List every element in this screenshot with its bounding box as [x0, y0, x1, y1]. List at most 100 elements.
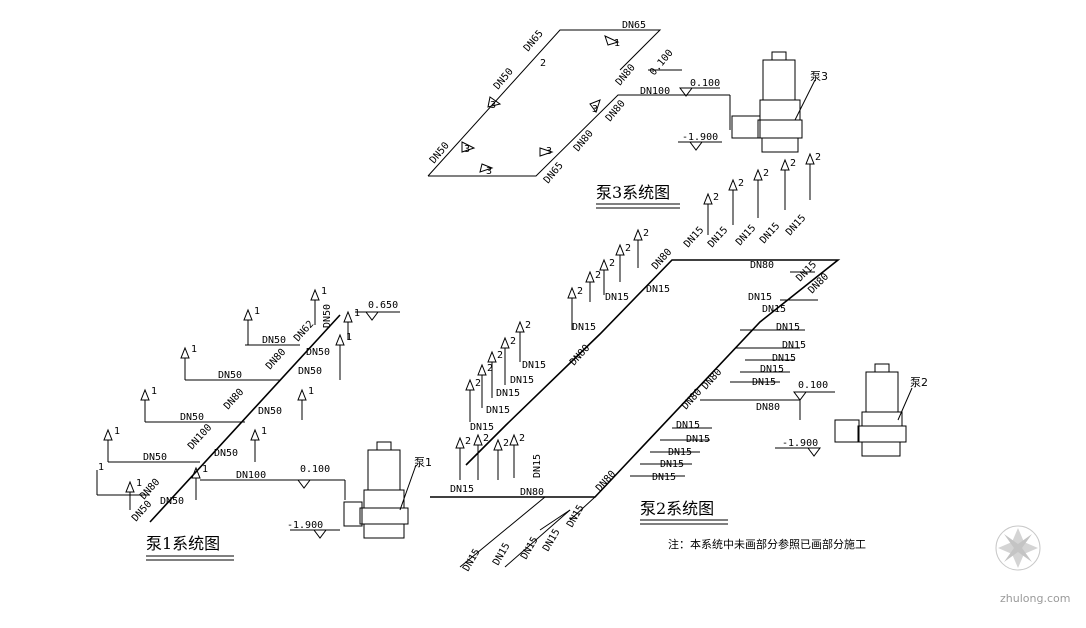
pump1-system: 1 1 1 1 1 1 1 1 1 1 1 1 DN50 DN50 DN50 D… [96, 286, 432, 561]
pipe-size-label: DN50 [180, 412, 204, 423]
pipe-size-label: DN50 [258, 406, 282, 417]
marker-label: 1 [614, 38, 620, 49]
pipe-size-label: DN50 [322, 304, 333, 328]
svg-text:2: 2 [503, 438, 509, 449]
pipe-size-label: DN15 [646, 284, 670, 295]
flow-arrow-icon [487, 96, 502, 108]
elevation-label: 0.100 [798, 380, 828, 391]
svg-text:2: 2 [497, 350, 503, 361]
sprinkler-heads: 2 2 2 2 2 2 2 2 2 2 2 2 2 2 2 2 2 2 2 [455, 152, 821, 480]
svg-text:1: 1 [114, 426, 120, 437]
pipe-size-label: DN15 [519, 535, 541, 561]
pipe-size-label: DN50 [262, 335, 286, 346]
pipe-size-label: DN100 [236, 470, 266, 481]
svg-text:1: 1 [346, 332, 352, 343]
pipe-size-label: DN15 [676, 420, 700, 431]
svg-text:2: 2 [713, 192, 719, 203]
zhulong-logo-icon [995, 525, 1041, 571]
pipe-size-label: DN62 [292, 319, 316, 344]
system-title: 泵2系统图 [640, 499, 714, 518]
branch-pipes [630, 271, 818, 477]
pipe-size-label: DN15 [541, 527, 563, 553]
pipe-size-label: DN15 [762, 304, 786, 315]
pipe-size-label: DN80 [700, 367, 724, 392]
pipe-size-label: DN15 [706, 225, 730, 250]
pipe-size-label: DN80 [520, 487, 544, 498]
flow-arrow-icon [539, 147, 554, 157]
pipe-size-label: DN15 [486, 405, 510, 416]
pipe-size-label: DN65 [622, 20, 646, 31]
elevation-label: -1.900 [782, 438, 818, 449]
pipe-size-label: DN15 [784, 213, 808, 238]
elevation-label: 0.100 [648, 48, 676, 78]
pipe-size-label: DN15 [470, 422, 494, 433]
pipe-size-label: DN80 [222, 387, 246, 412]
svg-text:2: 2 [487, 363, 493, 374]
pipe-size-label: DN15 [682, 225, 706, 250]
pipe-size-label: DN15 [660, 459, 684, 470]
pipe-size-label: DN15 [461, 547, 483, 573]
elevation-label: 0.100 [690, 78, 720, 89]
pipe-size-label: DN15 [782, 340, 806, 351]
pipe-size-label: DN15 [668, 447, 692, 458]
marker-label: 2 [540, 58, 546, 69]
pipe-size-label: DN50 [298, 366, 322, 377]
pipe-size-label: DN50 [160, 496, 184, 507]
pipe-size-label: DN50 [214, 448, 238, 459]
marker-label: 3 [592, 104, 598, 115]
svg-text:1: 1 [191, 344, 197, 355]
marker-label: 3 [490, 100, 496, 111]
pipe-size-label: DN80 [756, 402, 780, 413]
pipe-size-label: DN80 [604, 98, 628, 124]
pump3-system: 1 2 3 3 3 3 3 DN65 DN65 DN50 DN50 DN65 D… [427, 20, 828, 209]
svg-text:1: 1 [321, 286, 327, 297]
pipe-size-label: DN100 [640, 86, 670, 97]
pipe-size-label: DN80 [572, 128, 596, 154]
svg-text:1: 1 [151, 386, 157, 397]
pipe-size-label: DN15 [565, 503, 587, 529]
pipe-size-label: DN50 [306, 347, 330, 358]
watermark-text: zhulong.com [1000, 592, 1070, 605]
svg-text:1: 1 [354, 308, 360, 319]
pump2-icon [834, 363, 913, 457]
elevation-mark-icon [689, 141, 703, 151]
pipe-size-label: DN80 [568, 343, 592, 368]
svg-text:1: 1 [136, 478, 142, 489]
pipe-size-label: DN80 [614, 62, 638, 88]
svg-text:2: 2 [483, 433, 489, 444]
pump3-icon [731, 51, 816, 153]
svg-text:2: 2 [763, 168, 769, 179]
flow-arrow-icon [589, 99, 601, 114]
elevation-label: -1.900 [287, 520, 323, 531]
pipe-size-label: DN15 [532, 454, 543, 478]
elevation-label: -1.900 [682, 132, 718, 143]
pipe-size-label: DN15 [748, 292, 772, 303]
marker-label: 3 [546, 146, 552, 157]
elevation-label: 0.650 [368, 300, 398, 311]
svg-text:2: 2 [475, 378, 481, 389]
flow-arrow-icon [461, 141, 476, 153]
svg-text:1: 1 [261, 426, 267, 437]
svg-text:2: 2 [577, 286, 583, 297]
pipe-size-label: DN15 [758, 221, 782, 246]
svg-text:1: 1 [202, 464, 208, 475]
pipe-size-label: DN80 [264, 347, 288, 372]
pipe-size-label: DN80 [650, 247, 674, 272]
flow-arrow-icon [604, 35, 620, 46]
pipe-size-label: DN80 [594, 469, 618, 494]
svg-text:2: 2 [519, 433, 525, 444]
svg-text:2: 2 [595, 270, 601, 281]
construction-note: 注：本系统中未画部分参照已画部分施工 [668, 537, 866, 551]
svg-text:2: 2 [510, 336, 516, 347]
pump-label: 泵1 [414, 456, 432, 469]
sprinkler-heads: 1 1 1 1 1 1 1 1 1 1 1 [103, 286, 379, 539]
flow-arrow-icon [479, 163, 494, 173]
pipe-size-label: DN15 [734, 223, 758, 248]
pipe-size-label: DN15 [760, 364, 784, 375]
svg-text:2: 2 [465, 436, 471, 447]
marker-label: 1 [98, 462, 104, 473]
pipe-size-label: DN80 [750, 260, 774, 271]
pipe-size-label: DN50 [218, 370, 242, 381]
pipe-size-label: DN15 [776, 322, 800, 333]
